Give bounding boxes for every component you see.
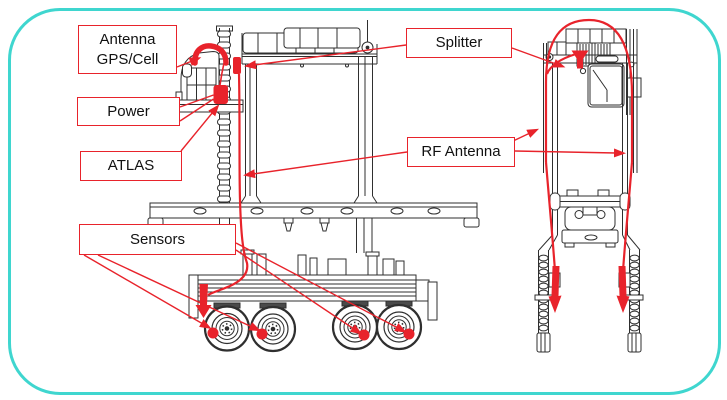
sensor-dot-2 — [256, 328, 268, 340]
sensors-connector-4-arrow — [235, 249, 363, 335]
splitter-unit-side — [233, 57, 241, 74]
label-antenna-line1: Antenna — [99, 30, 156, 48]
sensor-dot-1 — [207, 327, 219, 339]
sensors-connector-2-arrow — [97, 254, 262, 332]
rf-connector-left-arrow — [243, 151, 408, 179]
splitter-unit-front — [571, 50, 589, 69]
sensor-dots — [207, 327, 415, 341]
front-spreader — [549, 189, 631, 248]
label-sensors: Sensors — [79, 224, 236, 255]
sensor-dot-3 — [358, 329, 370, 341]
wheel-2 — [249, 305, 297, 353]
sensor-cable-arrows-front — [548, 266, 630, 313]
red-annotation-overlay — [83, 18, 634, 341]
atlas-unit — [213, 85, 228, 104]
front-view-drawing — [534, 28, 644, 353]
spreader-beam — [147, 202, 480, 232]
sensor-cable-arrow-side — [195, 284, 212, 318]
label-splitter: Splitter — [406, 28, 512, 58]
atlas-connector-arrow — [180, 104, 220, 152]
label-antenna-gps-cell: Antenna GPS/Cell — [78, 25, 177, 74]
antenna-drop-cable — [219, 62, 225, 86]
label-rf-antenna: RF Antenna — [407, 137, 515, 167]
wheel-3 — [331, 303, 379, 351]
top-catwalk — [241, 27, 378, 68]
power-connector-1 — [179, 94, 214, 108]
rf-cable-side — [207, 73, 249, 296]
cab — [175, 50, 244, 113]
callout-connectors — [83, 44, 626, 335]
power-connector-2 — [179, 98, 214, 122]
wheels-side — [203, 300, 423, 353]
gps-antenna-cable — [192, 43, 229, 66]
sensor-dot-4 — [403, 328, 415, 340]
label-power: Power — [77, 97, 180, 126]
label-atlas: ATLAS — [80, 151, 182, 181]
antenna-connector-arrow — [176, 57, 202, 68]
sensors-connector-3-arrow — [235, 242, 407, 333]
rf-cable-front-arch — [544, 18, 634, 162]
splitter-connector-left-arrow — [244, 44, 407, 70]
sensors-connector-1-arrow — [83, 254, 212, 330]
splitter-connector-right-arrow — [511, 47, 566, 68]
label-antenna-line2: GPS/Cell — [96, 50, 159, 68]
rf-connector-right-arrow — [514, 148, 626, 158]
wheel-4 — [375, 303, 423, 351]
